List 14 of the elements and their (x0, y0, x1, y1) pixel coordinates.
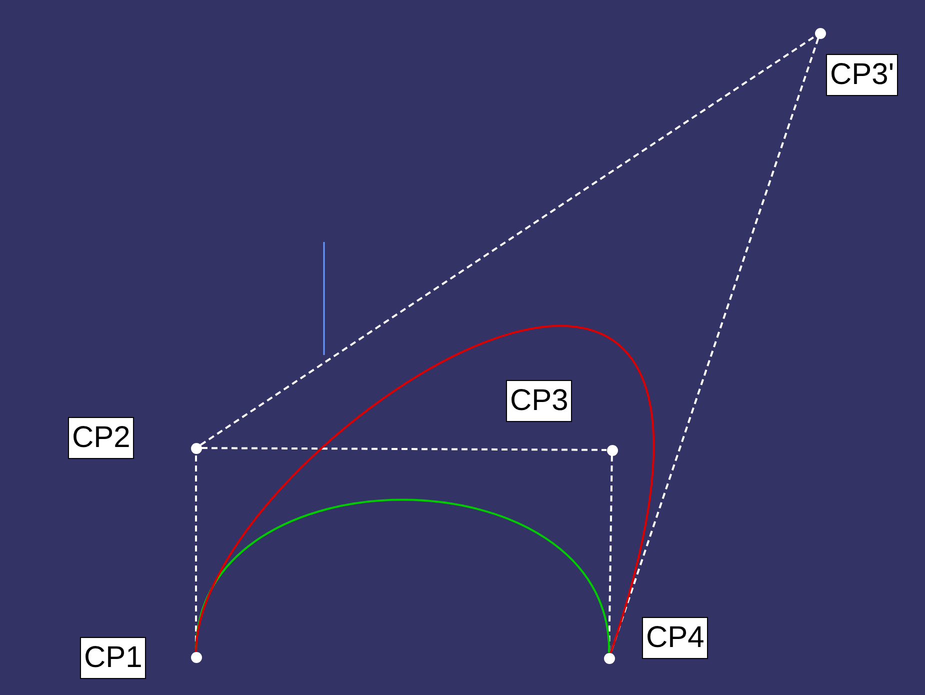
control-point (190, 442, 202, 454)
control-point (604, 652, 614, 664)
point-label: CP4 (642, 617, 708, 659)
control-polygon-line (202, 447, 606, 451)
control-point (190, 652, 202, 662)
control-point (814, 28, 826, 38)
point-label: CP2 (68, 417, 134, 459)
point-label: CP3' (826, 54, 898, 96)
bezier-curve (195, 498, 610, 653)
control-polygon-line (200, 35, 816, 446)
point-label: CP3 (506, 380, 572, 422)
bezier-curve (195, 326, 654, 654)
control-point (606, 444, 618, 456)
point-label: CP1 (80, 637, 146, 679)
